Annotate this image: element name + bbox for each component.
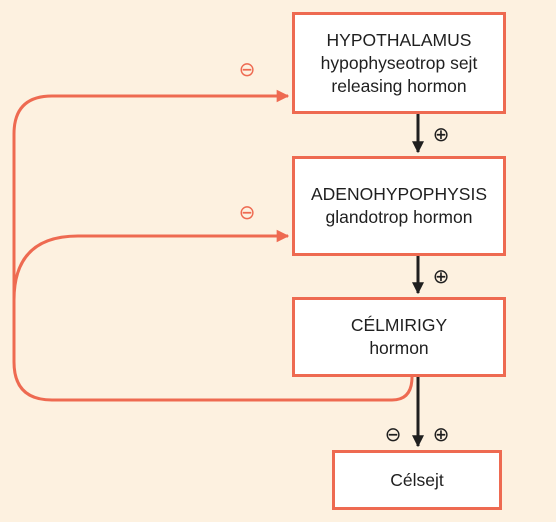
target-cell-box: Célsejt (332, 450, 502, 510)
target-gland-hormone: hormon (369, 338, 429, 358)
plus-sign-1: ⊕ (433, 122, 450, 146)
minus-sign-3: ⊖ (385, 422, 402, 446)
feedback-arrow-to-hypothalamus (12, 89, 414, 402)
hypothalamus-title: HYPOTHALAMUS (326, 29, 472, 50)
target-cell-title: Célsejt (390, 469, 444, 490)
plus-sign-3: ⊕ (433, 422, 450, 446)
hypothalamus-cell: hypophyseotrop sejt (320, 52, 478, 73)
adenohypophysis-hormone: glandotrop hormon (325, 207, 473, 227)
feedback-arrow-to-adenohypophysis (12, 229, 290, 301)
plus-sign-2: ⊕ (433, 264, 450, 288)
hypothalamus-box: HYPOTHALAMUS hypophyseotrop sejt releasi… (292, 12, 506, 114)
minus-sign-2: ⊖ (239, 200, 256, 224)
minus-sign-1: ⊖ (239, 57, 256, 81)
adenohypophysis-title: ADENOHYPOPHYSIS (310, 184, 488, 204)
hypothalamus-hormone: releasing hormon (331, 75, 467, 96)
target-gland-title: CÉLMIRIGY (350, 315, 448, 335)
adenohypophysis-box: ADENOHYPOPHYSIS glandotrop hormon (292, 156, 506, 256)
target-gland-box: CÉLMIRIGY hormon (292, 297, 506, 377)
